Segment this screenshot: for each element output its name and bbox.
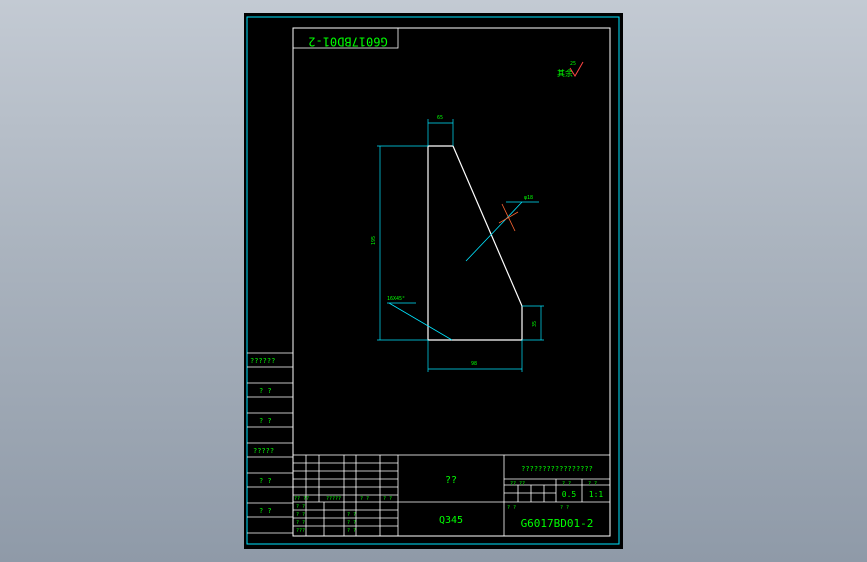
mass-value: 0.5 (562, 490, 577, 499)
chamfer-leader (388, 302, 453, 341)
company-name: ????????????????? (521, 465, 593, 473)
mirrored-drawing-number: G6017BD01-2 (308, 35, 387, 49)
title-block-label: ? ? (347, 528, 356, 534)
scale-value: 1:1 (589, 490, 604, 499)
outer-border (246, 16, 620, 545)
roughness-value: 25 (570, 61, 576, 67)
part-name: ?? (445, 475, 457, 486)
roughness-symbol-icon (569, 61, 584, 77)
left-strip-label: ? ? (259, 417, 272, 425)
title-block-label: ? ? (347, 512, 356, 518)
scale-header: ? ? (588, 481, 597, 487)
title-block-label: ????? (326, 496, 341, 502)
left-strip-label: ????? (253, 447, 274, 455)
left-strip-label: ? ? (259, 507, 272, 515)
title-block (292, 454, 611, 537)
top-width-value: 65 (437, 115, 443, 121)
left-strip-label: ?????? (250, 357, 275, 365)
roughness-label: 其余 (557, 68, 573, 78)
drawing-sheet: ?????? ? ? ? ? ????? ? ? ? ? G6017BD01-2… (244, 13, 623, 549)
hole-leader-link (505, 201, 523, 220)
title-block-label: ? ? (296, 512, 305, 518)
title-block-label: ? ? (383, 496, 392, 502)
title-block-label: ? ? (347, 520, 356, 526)
sheet-label: ? ? (507, 505, 516, 511)
stage-header: ?? ?? (510, 481, 525, 487)
chamfer-note: 16X45° (387, 296, 405, 302)
left-strip-label: ? ? (259, 387, 272, 395)
drawing-number: G6017BD01-2 (521, 517, 594, 530)
inner-border (292, 27, 611, 537)
title-block-label: ? ? (296, 504, 305, 510)
hole-centerline-cross (498, 211, 519, 224)
left-strip-table (247, 352, 293, 534)
left-height-value: 195 (371, 236, 377, 245)
bottom-width-value: 98 (471, 361, 477, 367)
title-block-label: ??? (296, 528, 305, 534)
title-block-label: ?? ?? (294, 496, 309, 502)
left-strip-label: ? ? (259, 477, 272, 485)
title-block-label: ? ? (296, 520, 305, 526)
cad-drawing: ?????? ? ? ? ? ????? ? ? ? ? G6017BD01-2… (246, 16, 620, 545)
mirrored-number-box (292, 27, 399, 49)
hole-note: φ18 (524, 195, 533, 201)
right-height-value: 35 (532, 321, 538, 327)
title-block-label: ? ? (360, 496, 369, 502)
sheet-label: ? ? (560, 505, 569, 511)
material: Q345 (439, 515, 463, 526)
hole-leader (465, 218, 507, 262)
part-outline (427, 145, 523, 341)
mass-header: ? ? (562, 481, 571, 487)
